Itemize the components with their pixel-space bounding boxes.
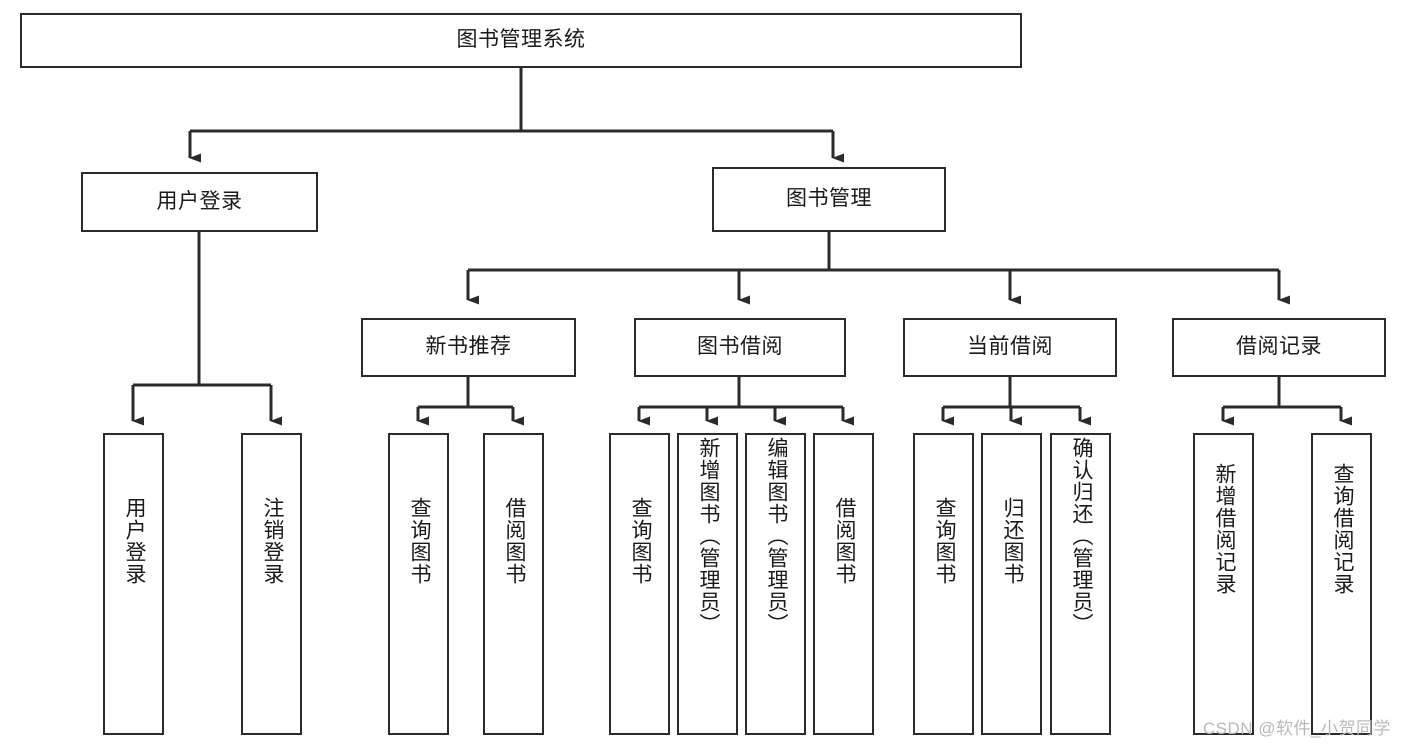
- node-label: 编辑图书（管理员）: [764, 437, 788, 635]
- leaf-user-login[interactable]: 用户登录: [103, 433, 164, 735]
- node-label: 用户登录: [122, 497, 146, 585]
- node-book-management[interactable]: 图书管理: [712, 167, 946, 232]
- node-label: 归还图书: [1000, 497, 1024, 585]
- node-label: 图书管理系统: [456, 28, 586, 52]
- node-label: 借阅图书: [502, 497, 526, 585]
- node-label: 新书推荐: [425, 335, 512, 359]
- node-book-borrow[interactable]: 图书借阅: [634, 318, 846, 377]
- node-label: 借阅记录: [1236, 335, 1322, 359]
- node-new-book-recommendation[interactable]: 新书推荐: [361, 318, 576, 377]
- node-label: 新增图书（管理员）: [696, 437, 720, 635]
- node-label: 当前借阅: [967, 335, 1053, 359]
- node-root-library-management-system[interactable]: 图书管理系统: [20, 13, 1022, 68]
- leaf-query-book-borrow[interactable]: 查询图书: [609, 433, 670, 735]
- node-label: 注销登录: [260, 497, 284, 585]
- leaf-query-book-current[interactable]: 查询图书: [913, 433, 974, 735]
- leaf-add-book-admin[interactable]: 新增图书（管理员）: [677, 433, 738, 735]
- node-current-borrow[interactable]: 当前借阅: [903, 318, 1117, 377]
- node-label: 借阅图书: [832, 497, 856, 585]
- leaf-confirm-return-admin[interactable]: 确认归还（管理员）: [1050, 433, 1111, 735]
- node-label: 查询图书: [628, 497, 652, 585]
- leaf-query-book-recommend[interactable]: 查询图书: [388, 433, 449, 735]
- leaf-return-book[interactable]: 归还图书: [981, 433, 1042, 735]
- node-label: 用户登录: [156, 189, 243, 213]
- leaf-logout[interactable]: 注销登录: [241, 433, 302, 735]
- node-label: 查询图书: [932, 497, 956, 585]
- node-label: 查询图书: [407, 497, 431, 585]
- node-user-login[interactable]: 用户登录: [81, 172, 318, 232]
- node-label: 确认归还（管理员）: [1069, 437, 1093, 635]
- node-label: 查询借阅记录: [1330, 463, 1354, 595]
- leaf-borrow-book-recommend[interactable]: 借阅图书: [483, 433, 544, 735]
- leaf-query-borrow-record[interactable]: 查询借阅记录: [1311, 433, 1372, 735]
- leaf-borrow-book[interactable]: 借阅图书: [813, 433, 874, 735]
- node-borrow-record[interactable]: 借阅记录: [1172, 318, 1386, 377]
- leaf-edit-book-admin[interactable]: 编辑图书（管理员）: [745, 433, 806, 735]
- node-label: 新增借阅记录: [1212, 463, 1236, 595]
- node-label: 图书管理: [786, 187, 872, 211]
- node-label: 图书借阅: [697, 335, 783, 359]
- leaf-add-borrow-record[interactable]: 新增借阅记录: [1193, 433, 1254, 735]
